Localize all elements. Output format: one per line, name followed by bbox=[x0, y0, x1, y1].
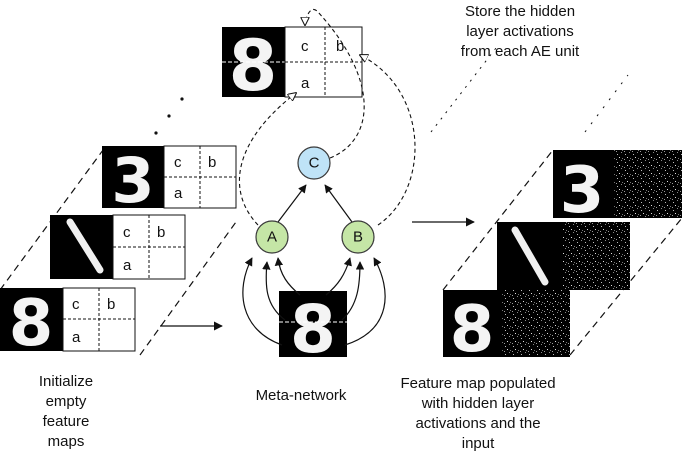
node-C-label: C bbox=[309, 155, 320, 172]
cell-c: c bbox=[123, 224, 131, 241]
populated-map-one bbox=[497, 222, 630, 290]
feature-map-three: 3 c b a bbox=[102, 144, 237, 217]
edge-input-to-A bbox=[274, 257, 301, 296]
activation-noise bbox=[562, 222, 630, 290]
digit-image-three bbox=[102, 146, 164, 208]
digit-glyph-eight: 8 bbox=[290, 291, 336, 368]
caption-meta-network: Meta-network bbox=[255, 387, 347, 404]
feature-map-one: c b a bbox=[50, 214, 186, 280]
digit-stroke-one bbox=[511, 226, 549, 286]
ellipsis-dot bbox=[167, 114, 171, 118]
cell-b: b bbox=[336, 38, 344, 55]
activation-noise bbox=[502, 290, 570, 357]
cell-b: b bbox=[157, 224, 165, 241]
node-C bbox=[297, 146, 331, 180]
cell-a: a bbox=[301, 75, 310, 92]
cell-c: c bbox=[72, 296, 80, 313]
ellipsis-dot bbox=[154, 131, 158, 135]
digit-glyph-three: 3 bbox=[560, 154, 605, 228]
cell-a: a bbox=[72, 329, 81, 346]
edge-input-to-B bbox=[325, 257, 352, 296]
digit-glyph-eight: 8 bbox=[229, 25, 278, 107]
populated-map-eight: 8 bbox=[443, 290, 570, 367]
digit-glyph-three: 3 bbox=[111, 144, 154, 217]
edge-A-to-C bbox=[277, 184, 307, 223]
populated-map-three: 3 bbox=[553, 150, 682, 228]
cell-b: b bbox=[107, 296, 115, 313]
edge-B-to-C bbox=[324, 184, 353, 223]
edge-input-to-B bbox=[344, 257, 386, 346]
node-A bbox=[255, 220, 289, 254]
top-feature-map: 8 c b a bbox=[222, 25, 363, 107]
cell-c: c bbox=[301, 38, 309, 55]
digit-stroke-one bbox=[66, 218, 104, 274]
store-arrow-C bbox=[305, 8, 365, 159]
edge-input-to-B bbox=[341, 261, 365, 321]
caption-initialize: Initialize empty feature maps bbox=[38, 373, 94, 450]
stack-edge-right bbox=[139, 221, 237, 356]
caption-store: Store the hidden layer activations from … bbox=[460, 3, 580, 60]
digit-glyph-eight: 8 bbox=[450, 293, 495, 367]
left-feature-map-stack: 3 c b a c b a 8 c b a bbox=[0, 97, 237, 361]
caption-populated: Feature map populated with hidden layer … bbox=[400, 375, 556, 452]
activation-noise bbox=[614, 150, 682, 218]
ellipsis-dot bbox=[180, 97, 184, 101]
edge-input-to-A bbox=[242, 257, 283, 346]
digit-image-eight bbox=[0, 288, 63, 351]
cell-c: c bbox=[174, 154, 182, 171]
edge-input-to-A bbox=[262, 261, 286, 321]
node-B-label: B bbox=[353, 229, 363, 246]
node-B bbox=[341, 220, 375, 254]
digit-glyph-eight: 8 bbox=[9, 287, 54, 361]
cell-a: a bbox=[123, 257, 132, 274]
stack-edge-left bbox=[442, 149, 554, 291]
store-arrow-B bbox=[360, 55, 416, 226]
right-feature-map-stack: 3 8 bbox=[430, 47, 683, 367]
node-A-label: A bbox=[267, 229, 277, 246]
meta-input-digit bbox=[279, 291, 347, 357]
feature-map-eight: 8 c b a bbox=[0, 287, 136, 361]
meta-network: 8 A B C bbox=[238, 8, 416, 368]
ellipsis-dots bbox=[430, 47, 497, 133]
store-arrow-A bbox=[238, 93, 296, 226]
cell-a: a bbox=[174, 185, 183, 202]
cell-b: b bbox=[208, 154, 216, 171]
ellipsis-dots bbox=[584, 74, 629, 133]
